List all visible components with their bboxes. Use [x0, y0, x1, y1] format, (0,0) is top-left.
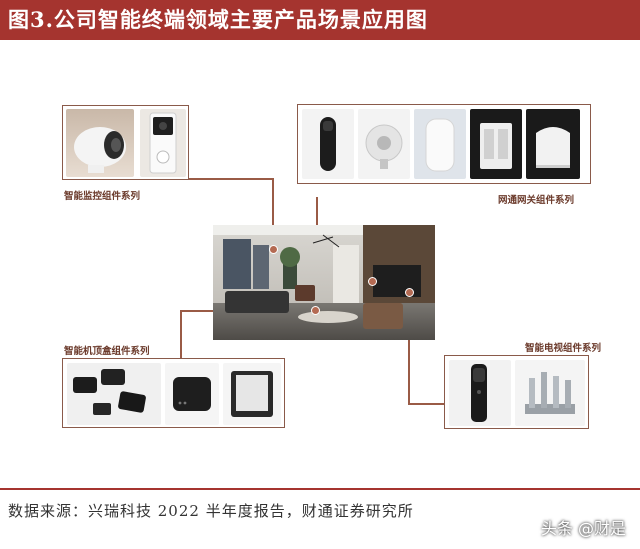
label-gateway: 网通网关组件系列	[498, 195, 575, 206]
label-tv: 智能电视组件系列	[525, 343, 602, 354]
page-title: 图3.公司智能终端领域主要产品场景应用图	[0, 0, 640, 40]
living-room-photo	[213, 225, 435, 340]
panel-stb	[62, 358, 285, 428]
stb-photo-1	[67, 363, 161, 425]
gateway-photo-1	[302, 109, 354, 179]
footer-rule	[0, 488, 640, 490]
connector-monitor-v	[272, 178, 274, 248]
hotspot-monitor	[269, 245, 278, 254]
tv-parts-photo	[515, 360, 585, 426]
camera-photo	[66, 109, 134, 177]
hotspot-tv	[405, 288, 414, 297]
source-note: 数据来源：兴瑞科技 2022 半年度报告，财通证券研究所	[8, 502, 414, 520]
tv-remote-photo	[449, 360, 511, 426]
panel-gateway	[297, 104, 591, 184]
stb-photo-3	[223, 363, 281, 425]
connector-tv-v	[408, 292, 410, 404]
gateway-photo-5	[526, 109, 580, 179]
doorbell-photo	[140, 109, 186, 177]
gateway-photo-2	[358, 109, 410, 179]
gateway-photo-3	[414, 109, 466, 179]
stb-photo-2	[165, 363, 219, 425]
scenario-figure: 智能监控组件系列 网通网关组件系列	[0, 40, 640, 485]
panel-tv	[444, 355, 589, 429]
panel-monitor	[62, 105, 189, 180]
label-monitor: 智能监控组件系列	[64, 191, 141, 202]
label-stb: 智能机顶盒组件系列	[64, 346, 150, 357]
hotspot-gateway	[368, 277, 377, 286]
connector-tv-h	[408, 403, 444, 405]
hotspot-stb	[311, 306, 320, 315]
connector-monitor-h	[173, 178, 273, 180]
gateway-photo-4	[470, 109, 522, 179]
connector-stb-v	[180, 310, 182, 358]
watermark: 头条 @财是	[540, 519, 626, 538]
